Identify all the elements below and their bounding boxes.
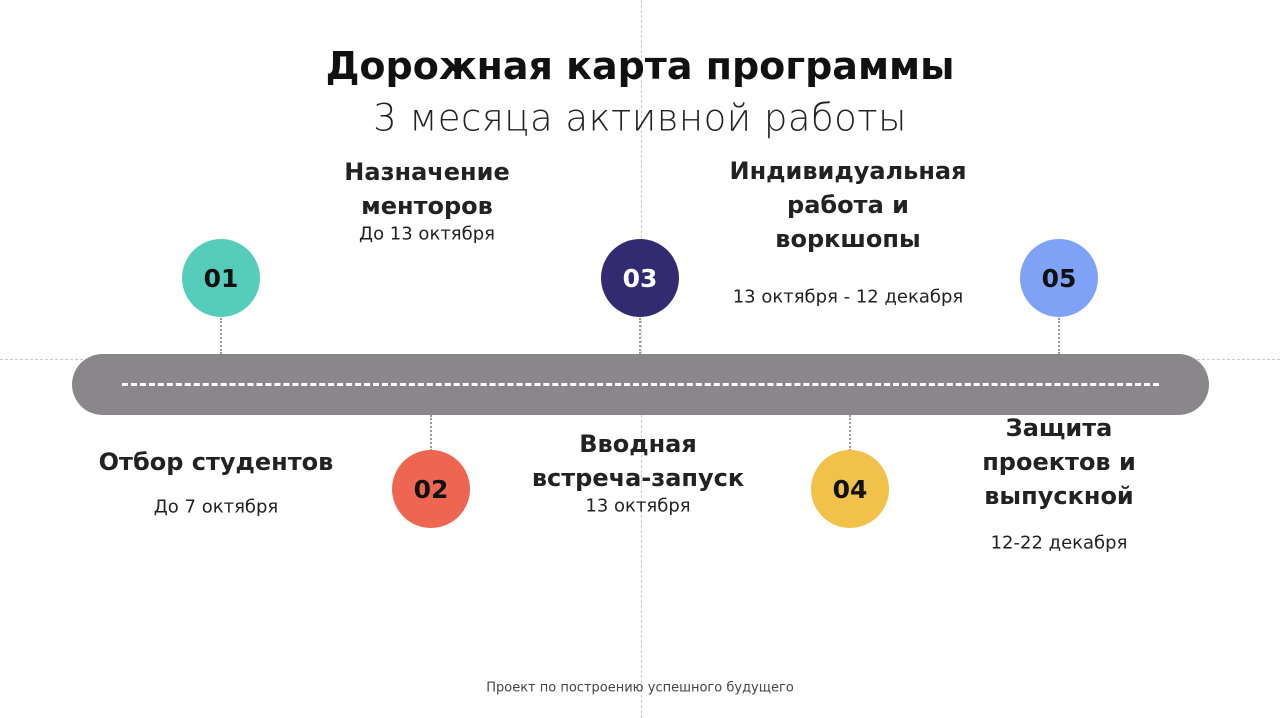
footer-text: Проект по построению успешного будущего (486, 680, 794, 696)
connector-5 (1058, 318, 1060, 354)
step-label-2: Назначение менторов (344, 155, 509, 223)
connector-1 (220, 318, 222, 354)
step-date-1: До 7 октября (153, 496, 279, 518)
step-circle-5: 05 (1020, 239, 1098, 317)
page-subtitle: 3 месяца активной работы (373, 96, 907, 140)
label-line: воркшопы (775, 225, 921, 253)
road-dashes (122, 383, 1159, 386)
label-line: выпускной (984, 482, 1134, 510)
label-line: Защита (1005, 414, 1113, 442)
label-line: работа и (787, 191, 909, 219)
label-line: проектов и (982, 448, 1136, 476)
connector-3 (639, 318, 641, 354)
label-line: Назначение (344, 158, 510, 186)
road-timeline (72, 354, 1209, 415)
step-label-1: Отбор студентов (98, 448, 334, 476)
step-date-2: До 13 октября (359, 223, 495, 245)
page-title: Дорожная карта программы (325, 44, 955, 88)
label-line: Вводная (579, 430, 697, 458)
step-label-5: Защита проектов и выпускной (982, 411, 1136, 513)
step-date-4: 13 октября - 12 декабря (732, 286, 964, 308)
step-label-3: Вводная встреча-запуск (532, 427, 744, 495)
step-label-4: Индивидуальная работа и воркшопы (729, 154, 966, 256)
step-circle-4: 04 (811, 450, 889, 528)
connector-4 (849, 415, 851, 451)
connector-2 (430, 415, 432, 451)
label-line: Индивидуальная (729, 157, 967, 185)
step-date-5: 12-22 декабря (990, 532, 1128, 554)
label-line: менторов (361, 192, 493, 220)
step-circle-2: 02 (392, 450, 470, 528)
step-date-3: 13 октября (585, 495, 691, 517)
step-circle-3: 03 (601, 239, 679, 317)
label-line: встреча-запуск (531, 464, 745, 492)
step-circle-1: 01 (182, 239, 260, 317)
